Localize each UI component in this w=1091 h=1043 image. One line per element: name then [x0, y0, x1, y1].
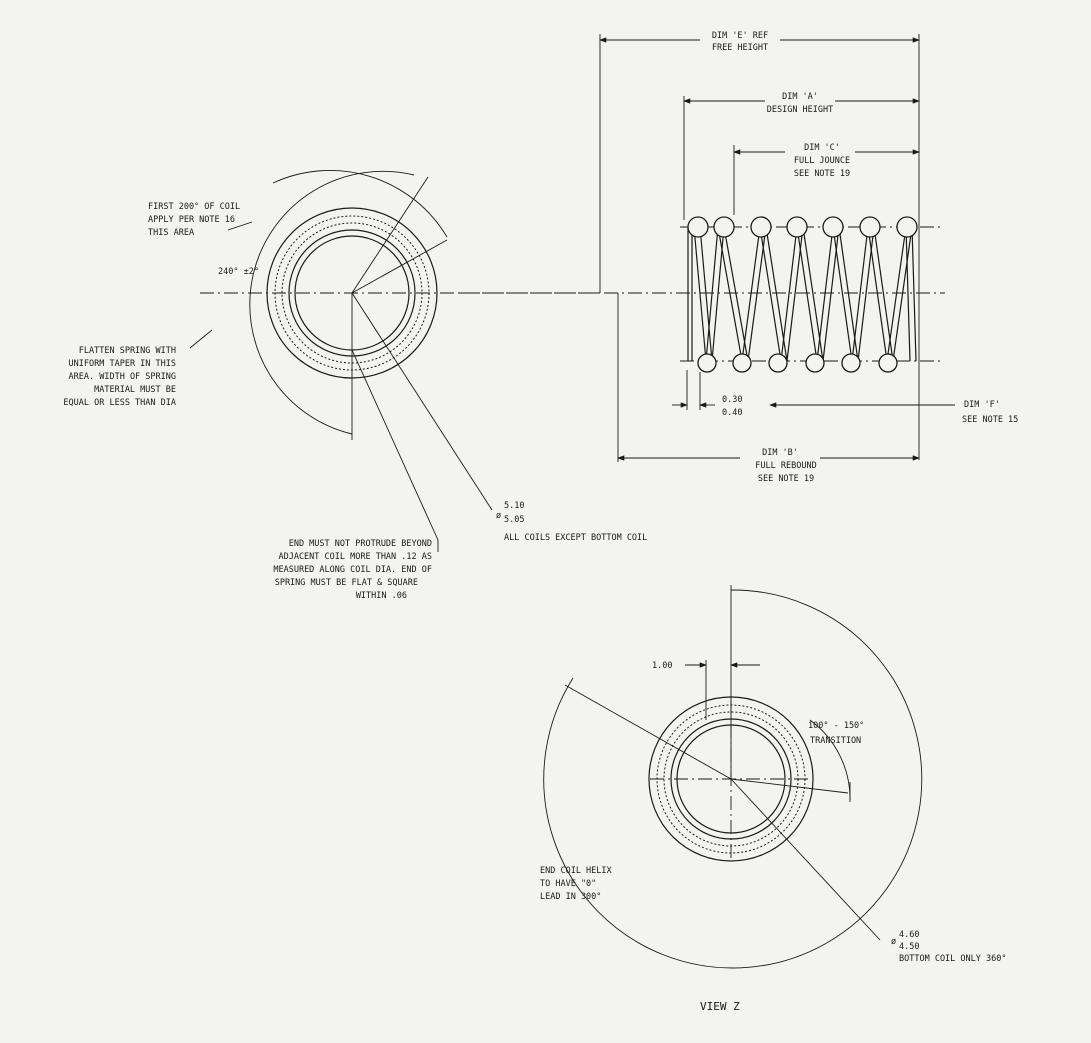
view-z-end-coil-line1: END COIL HELIX	[540, 866, 613, 876]
dim-c-label: DIM 'C'	[804, 143, 840, 153]
view-z-offset: 1.00	[652, 661, 672, 671]
coil-back	[699, 226, 917, 362]
dim-f-label: DIM 'F'	[964, 400, 1000, 410]
view-z-transition-arc	[809, 719, 851, 801]
coil-section	[687, 216, 709, 238]
view-z-end-coil-line3: LEAD IN 300°	[540, 892, 601, 902]
dia-symbol-top: ø	[496, 511, 501, 521]
view-z: 1.00 100° - 150° TRANSITION END COIL HEL…	[540, 585, 1006, 1013]
view-z-dia-upper: 4.60	[899, 930, 919, 940]
note-end-line5: WITHIN .06	[356, 591, 407, 601]
side-view: DIM 'E' REF FREE HEIGHT DIM 'A' DESIGN H…	[460, 31, 1018, 484]
dia-lower-value: 5.05	[504, 515, 524, 525]
dim-c-sub1: FULL JOUNCE	[794, 156, 850, 166]
view-z-transition-line2: TRANSITION	[810, 736, 861, 746]
dim-e-label: DIM 'E' REF	[712, 31, 768, 41]
note-end-line2: ADJACENT COIL MORE THAN .12 AS	[278, 552, 432, 562]
dim-b-sub1: FULL REBOUND	[755, 461, 816, 471]
view-z-300-arc	[543, 589, 923, 969]
view-z-dia-lower: 4.50	[899, 942, 919, 952]
dim-b-label: DIM 'B'	[762, 448, 798, 458]
note-flatten-line5: EQUAL OR LESS THAN DIA	[63, 398, 176, 408]
note-flatten-line4: MATERIAL MUST BE	[94, 385, 176, 395]
dim-b-sub2: SEE NOTE 19	[758, 474, 814, 484]
arc-200-deg	[272, 170, 448, 238]
dia-note: ALL COILS EXCEPT BOTTOM COIL	[504, 533, 647, 543]
note-flatten-line2: UNIFORM TAPER IN THIS	[69, 359, 176, 369]
note-end-line1: END MUST NOT PROTRUDE BEYOND	[289, 539, 432, 549]
note-first-200-line3: THIS AREA	[148, 228, 194, 238]
dim-f-sub: SEE NOTE 15	[962, 415, 1018, 425]
note-end-line4: SPRING MUST BE FLAT & SQUARE	[275, 578, 418, 588]
end-view-top: FIRST 200° OF COIL APPLY PER NOTE 16 THI…	[63, 170, 647, 601]
note-first-200-line1: FIRST 200° OF COIL	[148, 202, 240, 212]
view-z-title: VIEW Z	[700, 1000, 740, 1013]
coil-front	[693, 226, 911, 362]
dim-tol-bot: 0.40	[722, 408, 742, 418]
dim-tol-top: 0.30	[722, 395, 742, 405]
dim-c-sub2: SEE NOTE 19	[794, 169, 850, 179]
arc-240-deg	[249, 170, 415, 435]
view-z-dia-note: BOTTOM COIL ONLY 360°	[899, 954, 1006, 964]
dia-upper-value: 5.10	[504, 501, 524, 511]
note-first-200-line2: APPLY PER NOTE 16	[148, 215, 235, 225]
note-flatten-line1: FLATTEN SPRING WITH	[79, 346, 176, 356]
note-flatten-line3: AREA. WIDTH OF SPRING	[69, 372, 176, 382]
dim-a-label: DIM 'A'	[782, 92, 818, 102]
view-z-dia-symbol: ø	[891, 937, 896, 947]
dim-a-sub: DESIGN HEIGHT	[767, 105, 834, 115]
view-z-transition-line1: 100° - 150°	[808, 721, 864, 731]
dim-e-sub: FREE HEIGHT	[712, 43, 768, 53]
note-angle-240: 240° ±2°	[218, 267, 259, 277]
note-end-line3: MEASURED ALONG COIL DIA. END OF	[273, 565, 432, 575]
view-z-end-coil-line2: TO HAVE "0"	[540, 879, 596, 889]
